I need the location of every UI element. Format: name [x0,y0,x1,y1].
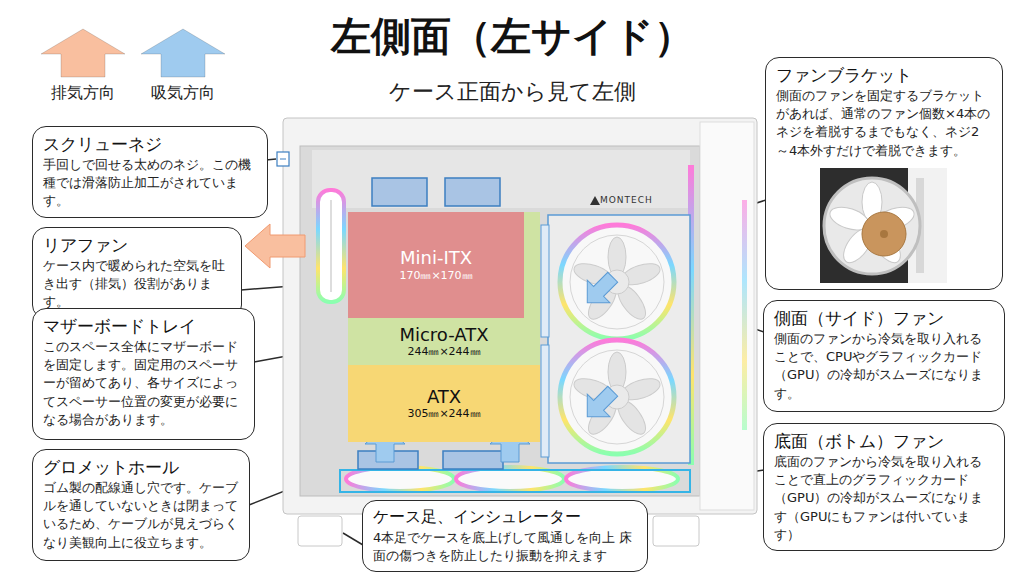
callout-box: 底面（ボトム）ファン底面のファンから冷気を取り入れることで直上のグラフィックカー… [763,423,1005,551]
callout-heading: スクリューネジ [43,133,257,155]
board-size-name: Micro-ATX [399,324,488,346]
callout-heading: グロメットホール [43,456,239,478]
callout-box: グロメットホールゴム製の配線通し穴です。ケーブルを通していないときは閉まっている… [32,449,250,561]
callout-heading: 側面（サイド）ファン [774,307,994,329]
callout-box: リアファンケース内で暖められた空気を吐き出す（排気）役割があります。 [32,227,242,319]
callout-box: ファンブラケット側面のファンを固定するブラケットがあれば、通常のファン個数×4本… [765,57,1003,290]
brand-label: MONTECH [600,196,653,206]
callout-box: ケース足、インシュレーター4本足でケースを底上げして風通しを向上 床面の傷つきを… [362,500,648,572]
board-size-name: ATX [427,386,461,408]
callout-box: マザーボードトレイこのスペース全体にマザーボードを固定します。固定用のスペーサー… [32,308,255,440]
region-label-area: Mini-ITX170㎜×170㎜ [348,212,524,318]
board-dimension: 305㎜×244㎜ [407,407,480,421]
board-size-region: Mini-ITX170㎜×170㎜ [348,212,524,318]
callout-heading: リアファン [43,234,231,256]
board-size-name: Mini-ITX [400,247,472,269]
region-label-area: Micro-ATX244㎜×244㎜ [348,318,540,365]
callout-box: 側面（サイド）ファン側面のファンから冷気を取り入れることで、CPUやグラフィック… [763,300,1005,412]
callout-body: 底面のファンから冷気を取り入れることで直上のグラフィックカード（GPU）の冷却が… [774,453,994,544]
callout-body: ケース内で暖められた空気を吐き出す（排気）役割があります。 [43,257,231,312]
subtitle: ケース正面から見て左側 [389,79,636,105]
board-size-region: Micro-ATX244㎜×244㎜Mini-ITX170㎜×170㎜ [348,212,540,365]
callout-heading: マザーボードトレイ [43,315,244,337]
callout-heading: 底面（ボトム）ファン [774,430,994,452]
board-dimension: 244㎜×244㎜ [407,345,480,359]
callout-body: このスペース全体にマザーボードを固定します。固定用のスペーサーが留めてあり、各サ… [43,338,244,429]
board-size-region: ATX305㎜×244㎜Micro-ATX244㎜×244㎜Mini-ITX17… [348,212,540,442]
callout-body: 手回しで回せる太めのネジ。この機種では滑落防止加工がされています。 [43,156,257,211]
callout-heading: ケース足、インシュレーター [373,507,637,528]
legend-text: 排気方向 [40,83,126,102]
legend-item: 排気方向 [40,28,126,102]
region-label-area: ATX305㎜×244㎜ [348,365,540,442]
bracket-photo [820,168,947,283]
legend-text: 吸気方向 [140,83,226,102]
callout-body: ゴム製の配線通し穴です。ケーブルを通していないときは閉まっているため、ケーブルが… [43,479,239,552]
board-dimension: 170㎜×170㎜ [399,269,472,283]
legend-arrow [140,28,226,78]
legend-item: 吸気方向 [140,28,226,102]
legend-arrow [40,28,126,78]
callout-body: 側面のファンから冷気を取り入れることで、CPUやグラフィックカード（GPU）の冷… [774,330,994,403]
callout-box: スクリューネジ手回しで回せる太めのネジ。この機種では滑落防止加工がされています。 [32,126,268,218]
callout-body: 側面のファンを固定するブラケットがあれば、通常のファン個数×4本のネジを着脱する… [776,87,992,160]
callout-body: 4本足でケースを底上げして風通しを向上 床面の傷つきを防止したり振動を抑えます [373,529,637,565]
callout-heading: ファンブラケット [776,64,992,86]
